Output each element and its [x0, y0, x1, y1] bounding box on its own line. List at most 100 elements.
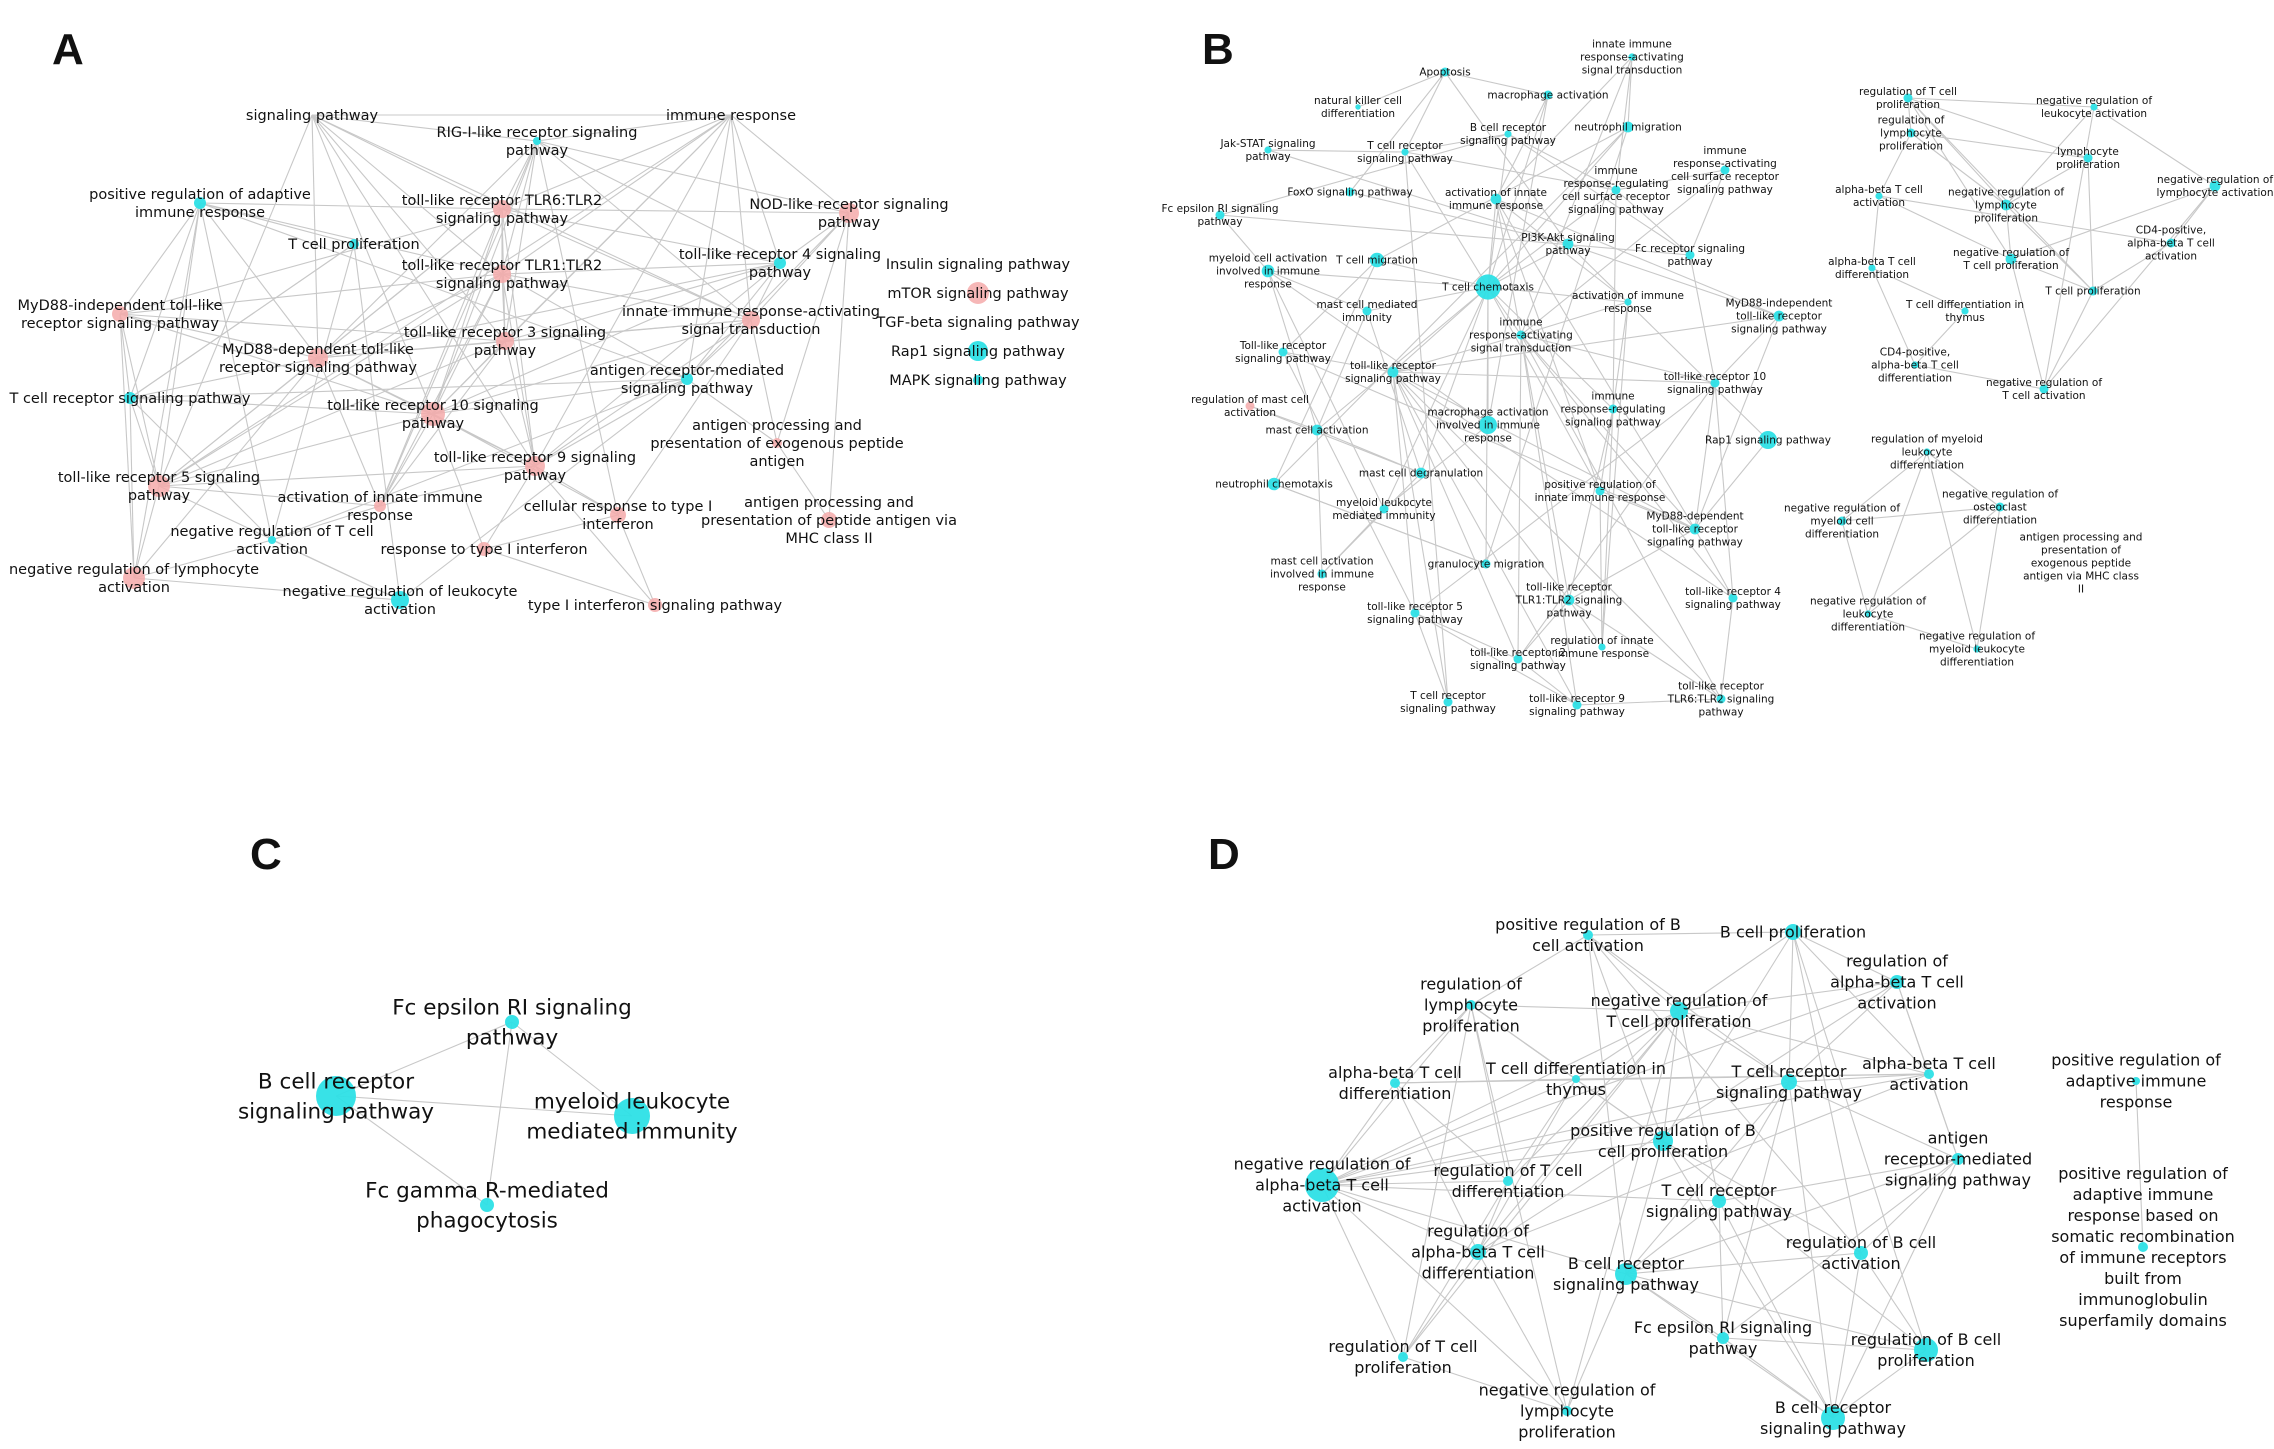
- network-edge: [1601, 301, 1629, 648]
- network-edge: [1575, 1010, 1680, 1080]
- node-label: macrophage activation: [1487, 90, 1608, 102]
- network-edge: [1792, 931, 1898, 983]
- node-label-line: immune: [1499, 317, 1542, 329]
- network-edge: [199, 202, 319, 359]
- node-label-line: activation of innate immune: [277, 490, 482, 506]
- node-label-line: signaling pathway: [1646, 1202, 1792, 1221]
- node-label-line: exogenous peptide: [2031, 558, 2131, 570]
- network-edge: [501, 273, 752, 321]
- network-node: mast cell degranulation: [1359, 467, 1483, 480]
- node-label-line: immune: [1591, 391, 1634, 403]
- node-label-line: proliferation: [1354, 1358, 1452, 1377]
- node-label-line: adaptive immune: [2073, 1185, 2214, 1204]
- node-marker: [1952, 1153, 1964, 1165]
- node-label-line: somatic recombination: [2051, 1227, 2235, 1246]
- network-edge: [311, 114, 538, 142]
- node-label: type I interferon signaling pathway: [528, 598, 783, 614]
- network-edge: [1487, 198, 1497, 288]
- node-label-line: immune response: [1449, 200, 1543, 212]
- node-marker: [533, 137, 541, 145]
- node-marker: [1572, 1075, 1580, 1083]
- node-label-line: alpha-beta T cell: [1328, 1063, 1462, 1082]
- network-edge: [1282, 351, 1394, 373]
- network-edge: [1587, 934, 1862, 1254]
- node-label-line: PI3K-Akt signaling: [1521, 232, 1614, 244]
- network-edge: [379, 465, 536, 507]
- network-edge: [1507, 133, 1691, 256]
- node-label-line: toll-like receptor 9: [1529, 693, 1625, 705]
- network-edge: [1599, 408, 1614, 492]
- node-label-line: toll-like receptor 5: [1367, 601, 1463, 613]
- network-edge: [483, 514, 619, 550]
- panel-a-edges: [119, 114, 850, 606]
- node-marker: [1479, 416, 1497, 434]
- network-edge: [1392, 286, 1489, 373]
- network-edge: [1316, 310, 1368, 431]
- node-label-line: T cell migration: [1335, 255, 1418, 267]
- node-label-line: signaling pathway: [1345, 373, 1441, 385]
- node-label-line: leukocyte: [1843, 609, 1894, 621]
- node-label-line: built from: [2104, 1269, 2182, 1288]
- network-edge: [1841, 451, 1928, 522]
- node-label: mast cell degranulation: [1359, 468, 1483, 480]
- network-edge: [1520, 301, 1629, 336]
- network-edge: [1520, 334, 1722, 700]
- node-label-line: positive regulation of adaptive: [89, 187, 311, 203]
- node-marker: [194, 197, 206, 209]
- network-edge: [1349, 191, 1569, 245]
- network-edge: [501, 273, 536, 467]
- network-edge: [379, 340, 506, 507]
- network-edge: [1568, 599, 1603, 648]
- node-marker: [1466, 1000, 1476, 1010]
- node-label-line: positive regulation of B: [1495, 915, 1681, 934]
- node-label-line: negative regulation of: [2157, 174, 2273, 186]
- network-edge: [686, 319, 752, 380]
- node-marker: [1911, 361, 1919, 369]
- network-edge: [1567, 243, 1769, 441]
- network-edge: [353, 243, 401, 601]
- network-edge: [1878, 132, 1912, 197]
- network-edge: [1907, 97, 1912, 134]
- node-label: signaling pathway: [246, 108, 379, 124]
- network-edge: [1841, 506, 2001, 522]
- node-label-line: positive regulation of: [1544, 479, 1656, 491]
- network-edge: [1376, 259, 1489, 288]
- node-label-line: T cell proliferation: [1962, 260, 2058, 272]
- network-edge: [1249, 405, 1422, 474]
- network-edge: [432, 413, 485, 550]
- node-marker: [1864, 610, 1872, 618]
- node-label-line: regulation of: [1427, 1222, 1529, 1241]
- network-edge: [1517, 334, 1522, 660]
- network-edge: [1495, 198, 1629, 303]
- network-edge: [1321, 1081, 1790, 1186]
- node-marker: [1598, 643, 1606, 651]
- network-edge: [483, 548, 656, 606]
- node-label-line: antigen via MHC class: [2023, 571, 2139, 583]
- network-edge: [1470, 1004, 1568, 1412]
- panel-letter-c: C: [250, 830, 282, 879]
- node-label-line: response-activating: [1673, 158, 1777, 170]
- network-edge: [1219, 214, 1269, 272]
